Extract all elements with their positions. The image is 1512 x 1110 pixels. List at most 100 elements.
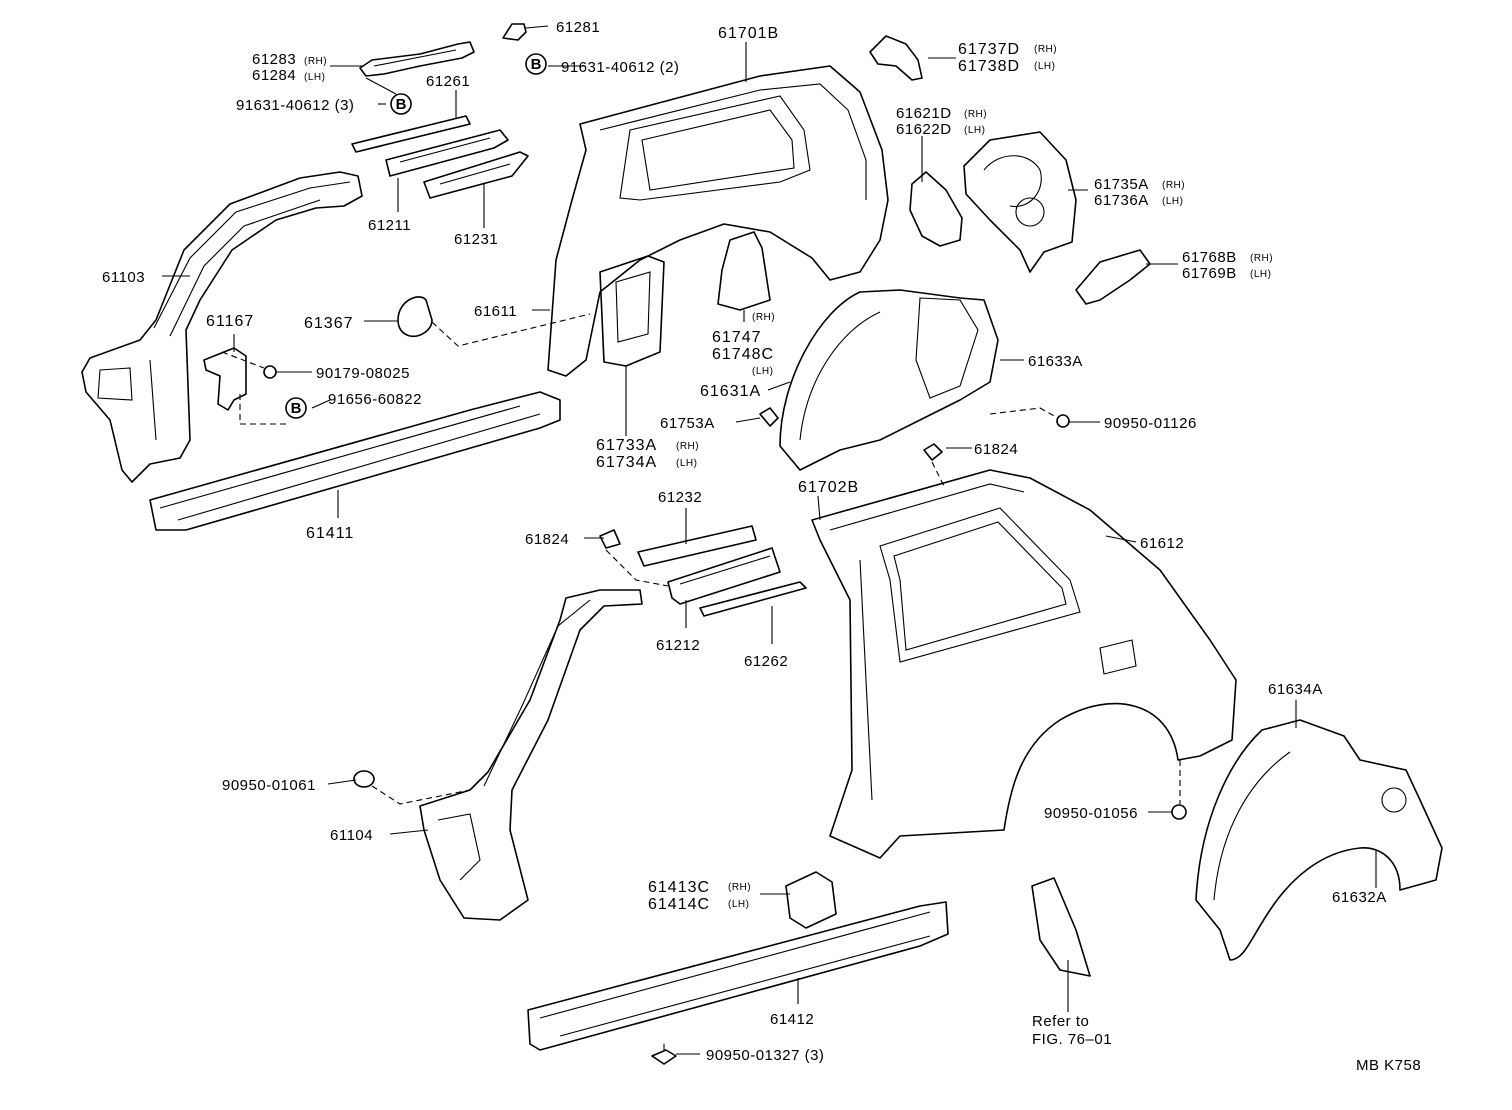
label-90950-01056: 90950-01056 (1044, 805, 1138, 822)
label-61167: 61167 (206, 313, 254, 330)
label-bolt-91631-2: 91631-40612 (2) (561, 59, 679, 76)
part-61634a-wheelhouse-inner (1195, 719, 1443, 961)
label-61412: 61412 (770, 1011, 814, 1028)
part-61612-quarter-panel (811, 469, 1237, 859)
label-90950-01126: 90950-01126 (1104, 415, 1197, 432)
label-61411: 61411 (306, 525, 354, 542)
label-61824-top: 61824 (974, 441, 1018, 458)
part-90950-01056-plug (1171, 804, 1187, 820)
label-61733a-side: (RH) (676, 441, 699, 452)
label-61283: 61283 (252, 51, 296, 68)
part-61261-strip (351, 115, 471, 153)
part-61631a-wheelhouse (779, 289, 999, 471)
label-61701b: 61701B (718, 25, 779, 42)
part-61232-reinforcement (637, 525, 757, 567)
badge-b-left: B (390, 93, 412, 115)
part-61412-rocker (527, 901, 949, 1051)
part-61103-front-pillar (81, 171, 363, 483)
label-61612: 61612 (1140, 535, 1184, 552)
label-61737d: 61737D (958, 41, 1020, 58)
label-61736a: 61736A (1094, 192, 1149, 209)
label-61414c: 61414C (648, 896, 710, 913)
label-61736a-side: (LH) (1162, 196, 1183, 207)
dashed-assembly-lines (221, 313, 1181, 1050)
label-91656-60822: 91656-60822 (328, 391, 422, 408)
part-90950-01327-plug (651, 1049, 677, 1065)
part-61262-strip (699, 581, 807, 617)
label-61768b: 61768B (1182, 249, 1237, 266)
label-61702b: 61702B (798, 479, 859, 496)
label-61738d-side: (LH) (1034, 61, 1055, 72)
label-61748c-side: (LH) (752, 366, 773, 377)
part-90950-01061-plug (353, 770, 375, 788)
label-90179-08025: 90179-08025 (316, 365, 410, 382)
label-61738d: 61738D (958, 58, 1020, 75)
label-61413c-side: (RH) (728, 882, 751, 893)
svg-text:B: B (396, 96, 407, 113)
label-61611: 61611 (474, 303, 517, 320)
label-90950-01061: 90950-01061 (222, 777, 316, 794)
part-61212-reinforcement (667, 547, 781, 605)
label-61735a-side: (RH) (1162, 180, 1185, 191)
part-90179-nut (263, 365, 277, 379)
part-61167-hinge (203, 347, 247, 411)
part-61283-bracket (359, 41, 475, 77)
label-61769b-side: (LH) (1250, 269, 1271, 280)
label-61281: 61281 (556, 19, 600, 36)
part-61824-pad-top (923, 443, 943, 461)
part-61824-pad-mid (599, 529, 621, 549)
leader-lines (162, 42, 1377, 1055)
label-90950-01327: 90950-01327 (3) (706, 1047, 824, 1064)
label-61232: 61232 (658, 489, 702, 506)
svg-text:B: B (291, 400, 302, 417)
part-61753a-clip (759, 407, 779, 427)
label-61283-side: (RH) (304, 56, 327, 67)
label-61231: 61231 (454, 231, 498, 248)
figure-code: MB K758 (1356, 1057, 1421, 1074)
svg-text:B: B (531, 56, 542, 73)
label-61733a: 61733A (596, 437, 657, 454)
label-61748c: 61748C (712, 346, 774, 363)
label-61284-side: (LH) (304, 72, 325, 83)
part-61211-reinforcement (385, 129, 509, 177)
label-61103: 61103 (102, 269, 145, 286)
label-61414c-side: (LH) (728, 899, 749, 910)
label-61621d: 61621D (896, 105, 952, 122)
label-refer-line2: FIG. 76–01 (1032, 1031, 1112, 1048)
label-bolt-91631-3: 91631-40612 (3) (236, 97, 354, 114)
label-61262: 61262 (744, 653, 788, 670)
label-61261: 61261 (426, 73, 470, 90)
label-61634a: 61634A (1268, 681, 1323, 698)
label-61621d-side: (RH) (964, 109, 987, 120)
part-90950-01126-plug (1056, 414, 1070, 428)
label-61633a: 61633A (1028, 353, 1083, 370)
badge-b-top: B (525, 53, 547, 75)
label-61734a: 61734A (596, 454, 657, 471)
label-61824-mid: 61824 (525, 531, 569, 548)
part-61737d-bracket (869, 35, 923, 81)
part-61768b-bracket (1075, 249, 1151, 305)
part-61367-plate (397, 296, 433, 338)
label-61284: 61284 (252, 67, 296, 84)
label-61747-side: (RH) (752, 312, 775, 323)
label-61735a: 61735A (1094, 176, 1149, 193)
label-refer-line1: Refer to (1032, 1013, 1089, 1030)
label-61769b: 61769B (1182, 265, 1237, 282)
part-refer-fig-panel (1031, 877, 1091, 977)
part-61231-reinforcement (423, 151, 529, 199)
part-61281-clip (502, 23, 549, 41)
part-61104-center-pillar (419, 589, 643, 921)
label-61737d-side: (RH) (1034, 44, 1057, 55)
label-61632a: 61632A (1332, 889, 1387, 906)
label-61631a: 61631A (700, 383, 761, 400)
label-61734a-side: (LH) (676, 458, 697, 469)
label-61413c: 61413C (648, 879, 710, 896)
label-61212: 61212 (656, 637, 700, 654)
label-61747: 61747 (712, 329, 762, 346)
part-61621d-bracket (909, 171, 963, 247)
label-61367: 61367 (304, 315, 354, 332)
part-61411-rocker (149, 391, 561, 531)
part-61413c-bracket (785, 871, 837, 929)
part-61701b-side-panel (547, 65, 889, 377)
